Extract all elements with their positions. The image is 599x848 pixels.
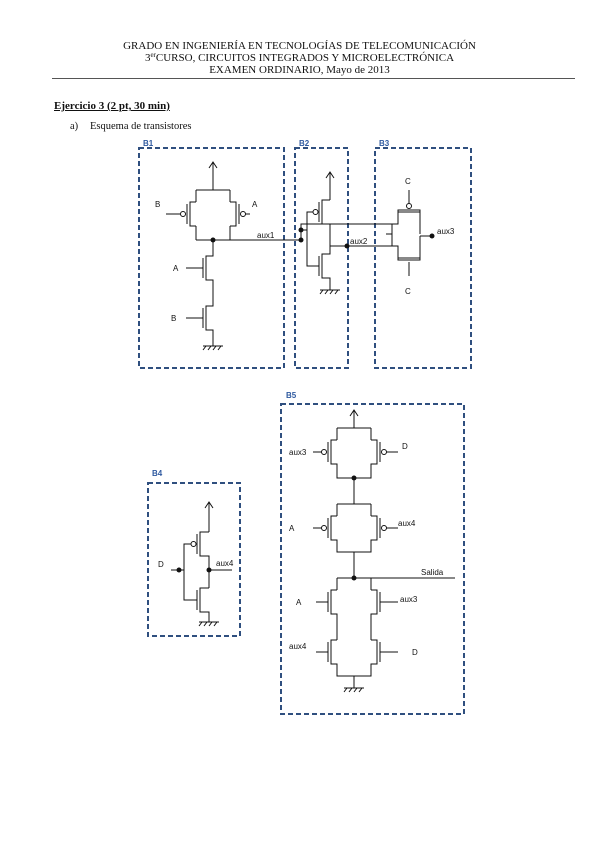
b5-label-aux3-top: aux3 [289,448,307,457]
label-b5: B5 [286,391,297,400]
b4-label-d: D [158,560,164,569]
header-line-2: 3erCURSO, CIRCUITOS INTEGRADOS Y MICROEL… [0,51,599,65]
block-b5-frame [280,403,465,715]
item-text: Esquema de transistores [90,121,192,132]
label-b3: B3 [379,139,390,148]
label-aux2: aux2 [350,237,368,246]
b3-label-c-bottom: C [405,287,411,296]
exercise-title: Ejercicio 3 (2 pt, 30 min) [54,100,170,112]
b1-vdd-arrow [208,161,218,190]
block-b1-frame [138,147,285,369]
label-b1: B1 [143,139,154,148]
item-letter: a) [70,121,79,132]
b1-label-a-n: A [173,264,179,273]
block-b4-circuit [171,501,232,627]
block-b2-circuit [298,171,392,295]
b5-label-aux3-bottom: aux3 [400,595,418,604]
b1-label-a-p: A [252,200,258,209]
block-b5-circuit [313,409,455,693]
label-salida: Salida [421,568,444,577]
b3-label-c-top: C [405,177,411,186]
block-b2-frame [294,147,349,369]
block-b3-frame [374,147,472,369]
b5-label-aux4-top: aux4 [398,519,416,528]
b5-label-a-top: A [289,524,295,533]
block-b3-circuit [386,190,435,276]
course-number: 3 [144,52,151,64]
b1-ground [202,345,223,351]
course-ordinal-suffix: er [150,51,156,59]
b5-label-d-bottom: D [412,648,418,657]
b5-label-d-top: D [402,442,408,451]
block-b1-circuit [166,161,301,351]
b5-label-aux4-bottom: aux4 [289,642,307,651]
item-a: a) Esquema de transistores [70,121,191,132]
header-line-1: GRADO EN INGENIERÍA EN TECNOLOGÍAS DE TE… [123,40,476,52]
b4-ground [198,621,219,627]
header-line-3: EXAMEN ORDINARIO, Mayo de 2013 [209,64,390,76]
label-b2: B2 [299,139,310,148]
b5-label-a-bottom: A [296,598,302,607]
b2-ground [319,289,340,295]
header-rule [52,78,575,79]
block-b4-frame [147,482,241,637]
b4-vdd-arrow [204,501,214,532]
label-b4: B4 [152,469,163,478]
aux1-to-b3-wire [300,223,392,230]
course-title: CURSO, CIRCUITOS INTEGRADOS Y MICROELECT… [155,52,455,64]
b5-ground [343,687,364,693]
b2-vdd-arrow [325,171,335,200]
label-aux3: aux3 [437,227,455,236]
b1-label-b-n: B [171,314,176,323]
b5-vdd-arrow [349,409,359,428]
label-aux1: aux1 [257,231,275,240]
b4-label-aux4: aux4 [216,559,234,568]
b1-label-b-p: B [155,200,160,209]
